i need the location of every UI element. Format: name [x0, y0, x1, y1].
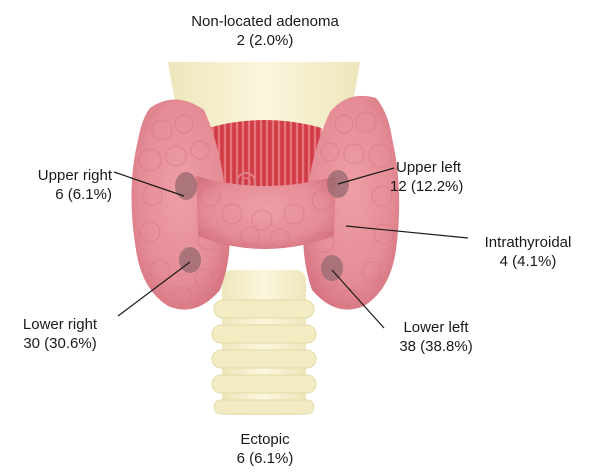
label-upper-right-name: Upper right: [4, 166, 112, 185]
label-ectopic: Ectopic 6 (6.1%): [200, 430, 330, 468]
label-upper-left: Upper left 12 (12.2%): [390, 158, 463, 196]
trachea: [212, 270, 316, 415]
label-upper-left-name: Upper left: [390, 158, 463, 177]
label-lower-left: Lower left 38 (38.8%): [380, 318, 492, 356]
label-lower-left-name: Lower left: [380, 318, 492, 337]
label-lower-left-value: 38 (38.8%): [380, 337, 492, 356]
label-non-located-value: 2 (2.0%): [140, 31, 390, 50]
label-upper-right: Upper right 6 (6.1%): [4, 166, 112, 204]
label-non-located-name: Non-located adenoma: [140, 12, 390, 31]
label-ectopic-name: Ectopic: [200, 430, 330, 449]
label-non-located-adenoma: Non-located adenoma 2 (2.0%): [140, 12, 390, 50]
label-lower-right-name: Lower right: [4, 315, 116, 334]
adenoma-upper-right: [175, 172, 197, 200]
label-lower-right-value: 30 (30.6%): [4, 334, 116, 353]
label-upper-left-value: 12 (12.2%): [390, 177, 463, 196]
label-lower-right: Lower right 30 (30.6%): [4, 315, 116, 353]
label-intrathyroidal: Intrathyroidal 4 (4.1%): [466, 233, 590, 271]
label-intrathyroidal-value: 4 (4.1%): [466, 252, 590, 271]
label-upper-right-value: 6 (6.1%): [4, 185, 112, 204]
label-ectopic-value: 6 (6.1%): [200, 449, 330, 468]
adenoma-lower-left: [321, 255, 343, 281]
adenoma-lower-right: [179, 247, 201, 273]
label-intrathyroidal-name: Intrathyroidal: [466, 233, 590, 252]
